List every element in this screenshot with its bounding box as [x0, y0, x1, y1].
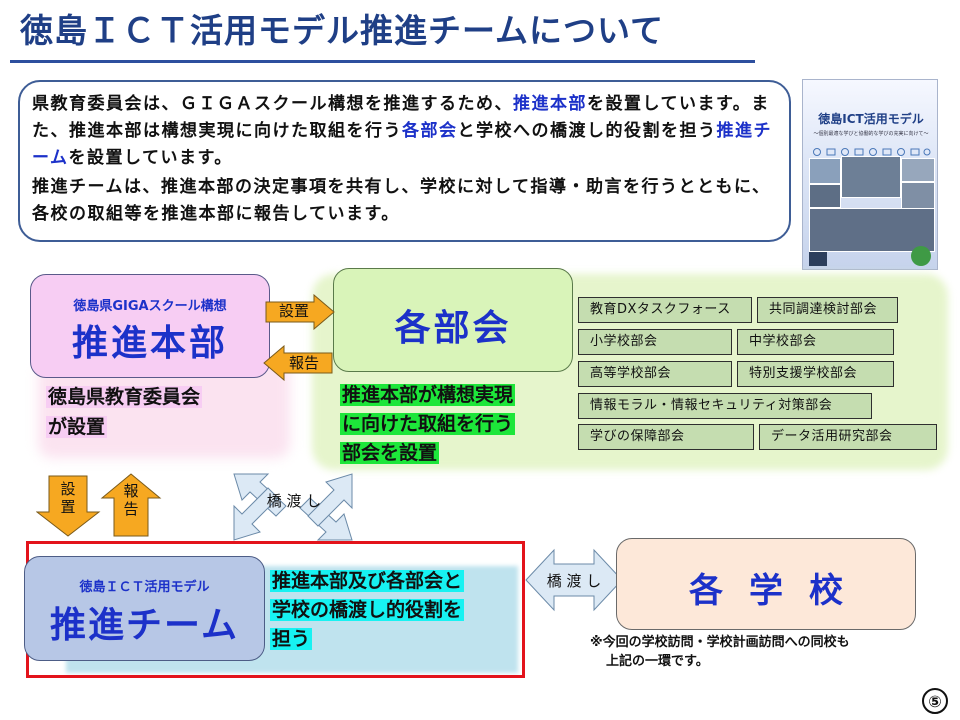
cover-photo	[809, 158, 841, 184]
cover-title: 徳島ICT活用モデル	[818, 112, 924, 126]
committee-item: 学びの保障部会	[578, 424, 754, 450]
dept-note: 推進本部が構想実現 に向けた取組を行う 部会を設置	[340, 384, 516, 464]
hq-subtitle: 徳島県GIGAスクール構想	[73, 299, 227, 314]
title-underline	[10, 60, 755, 63]
cover-mascot-icon	[911, 246, 931, 266]
team-subtitle: 徳島ＩＣＴ活用モデル	[79, 580, 210, 595]
bridge-arrow-diagonal	[233, 473, 353, 541]
team-box: 徳島ＩＣＴ活用モデル 推進チーム	[24, 556, 265, 661]
hq-note: 徳島県教育委員会 が設置	[46, 386, 203, 438]
school-box: 各学校	[616, 538, 916, 630]
highlight-dept: 各部会	[402, 121, 458, 141]
committee-item: 小学校部会	[578, 329, 732, 355]
committee-item: 教育DXタスクフォース	[578, 297, 752, 323]
cover-photo	[841, 156, 901, 198]
cover-subtitle: 〜個別最適な学びと協働的な学びの充実に向けて〜	[813, 131, 929, 137]
intro-paragraph-1: 県教育委員会は、ＧＩＧＡスクール構想を推進するため、推進本部を設置しています。ま…	[32, 94, 772, 168]
setup-arrow-down	[36, 475, 101, 537]
cover-photo	[809, 208, 935, 252]
committee-item: 特別支援学校部会	[737, 361, 894, 387]
school-title: 各学校	[689, 571, 869, 611]
committee-item: 中学校部会	[737, 329, 894, 355]
cover-photo	[901, 158, 935, 182]
intro-paragraph-2: 推進チームは、推進本部の決定事項を共有し、学校に対して指導・助言を行うとともに、…	[32, 177, 771, 224]
school-note: ※今回の学校訪問・学校計画訪問への同校も 上記の一環です。	[590, 635, 850, 669]
hq-title: 推進本部	[71, 323, 228, 364]
cover-icons	[813, 148, 931, 156]
highlight-hq: 推進本部	[513, 94, 587, 114]
setup-arrow-label: 設置	[278, 302, 309, 320]
bridge-label-top: 橋 渡 し	[266, 492, 322, 510]
committee-item: データ活用研究部会	[759, 424, 937, 450]
setup-arrow-right	[265, 294, 335, 330]
dept-title: 各部会	[394, 308, 512, 349]
cover-icon-row	[811, 142, 931, 156]
setup-vertical-label: 設置	[60, 480, 76, 516]
committee-item: 共同調達検討部会	[757, 297, 898, 323]
cover-photo	[809, 184, 841, 208]
report-vertical-label: 報告	[123, 482, 139, 518]
booklet-cover-image: 徳島ICT活用モデル 〜個別最適な学びと協働的な学びの充実に向けて〜	[802, 79, 938, 270]
committee-item: 情報モラル・情報セキュリティ対策部会	[578, 393, 872, 419]
intro-text-box: 県教育委員会は、ＧＩＧＡスクール構想を推進するため、推進本部を設置しています。ま…	[18, 80, 791, 242]
dept-box: 各部会	[333, 268, 573, 372]
hq-box: 徳島県GIGAスクール構想 推進本部	[30, 274, 270, 378]
bridge-label-bottom: 橋 渡 し	[546, 572, 602, 590]
cover-qr-icon	[809, 252, 827, 266]
committee-item: 高等学校部会	[578, 361, 732, 387]
page-title: 徳島ＩＣＴ活用モデル推進チームについて	[20, 11, 665, 50]
page-number: ⑤	[922, 688, 948, 714]
cover-photo	[901, 182, 935, 210]
team-title: 推進チーム	[50, 605, 239, 646]
report-arrow-left	[263, 345, 333, 381]
team-note: 推進本部及び各部会と 学校の橋渡し的役割を 担う	[270, 570, 465, 650]
report-arrow-up	[100, 473, 162, 537]
highlight-team: 推進チーム	[32, 121, 772, 168]
report-arrow-label: 報告	[288, 354, 319, 372]
